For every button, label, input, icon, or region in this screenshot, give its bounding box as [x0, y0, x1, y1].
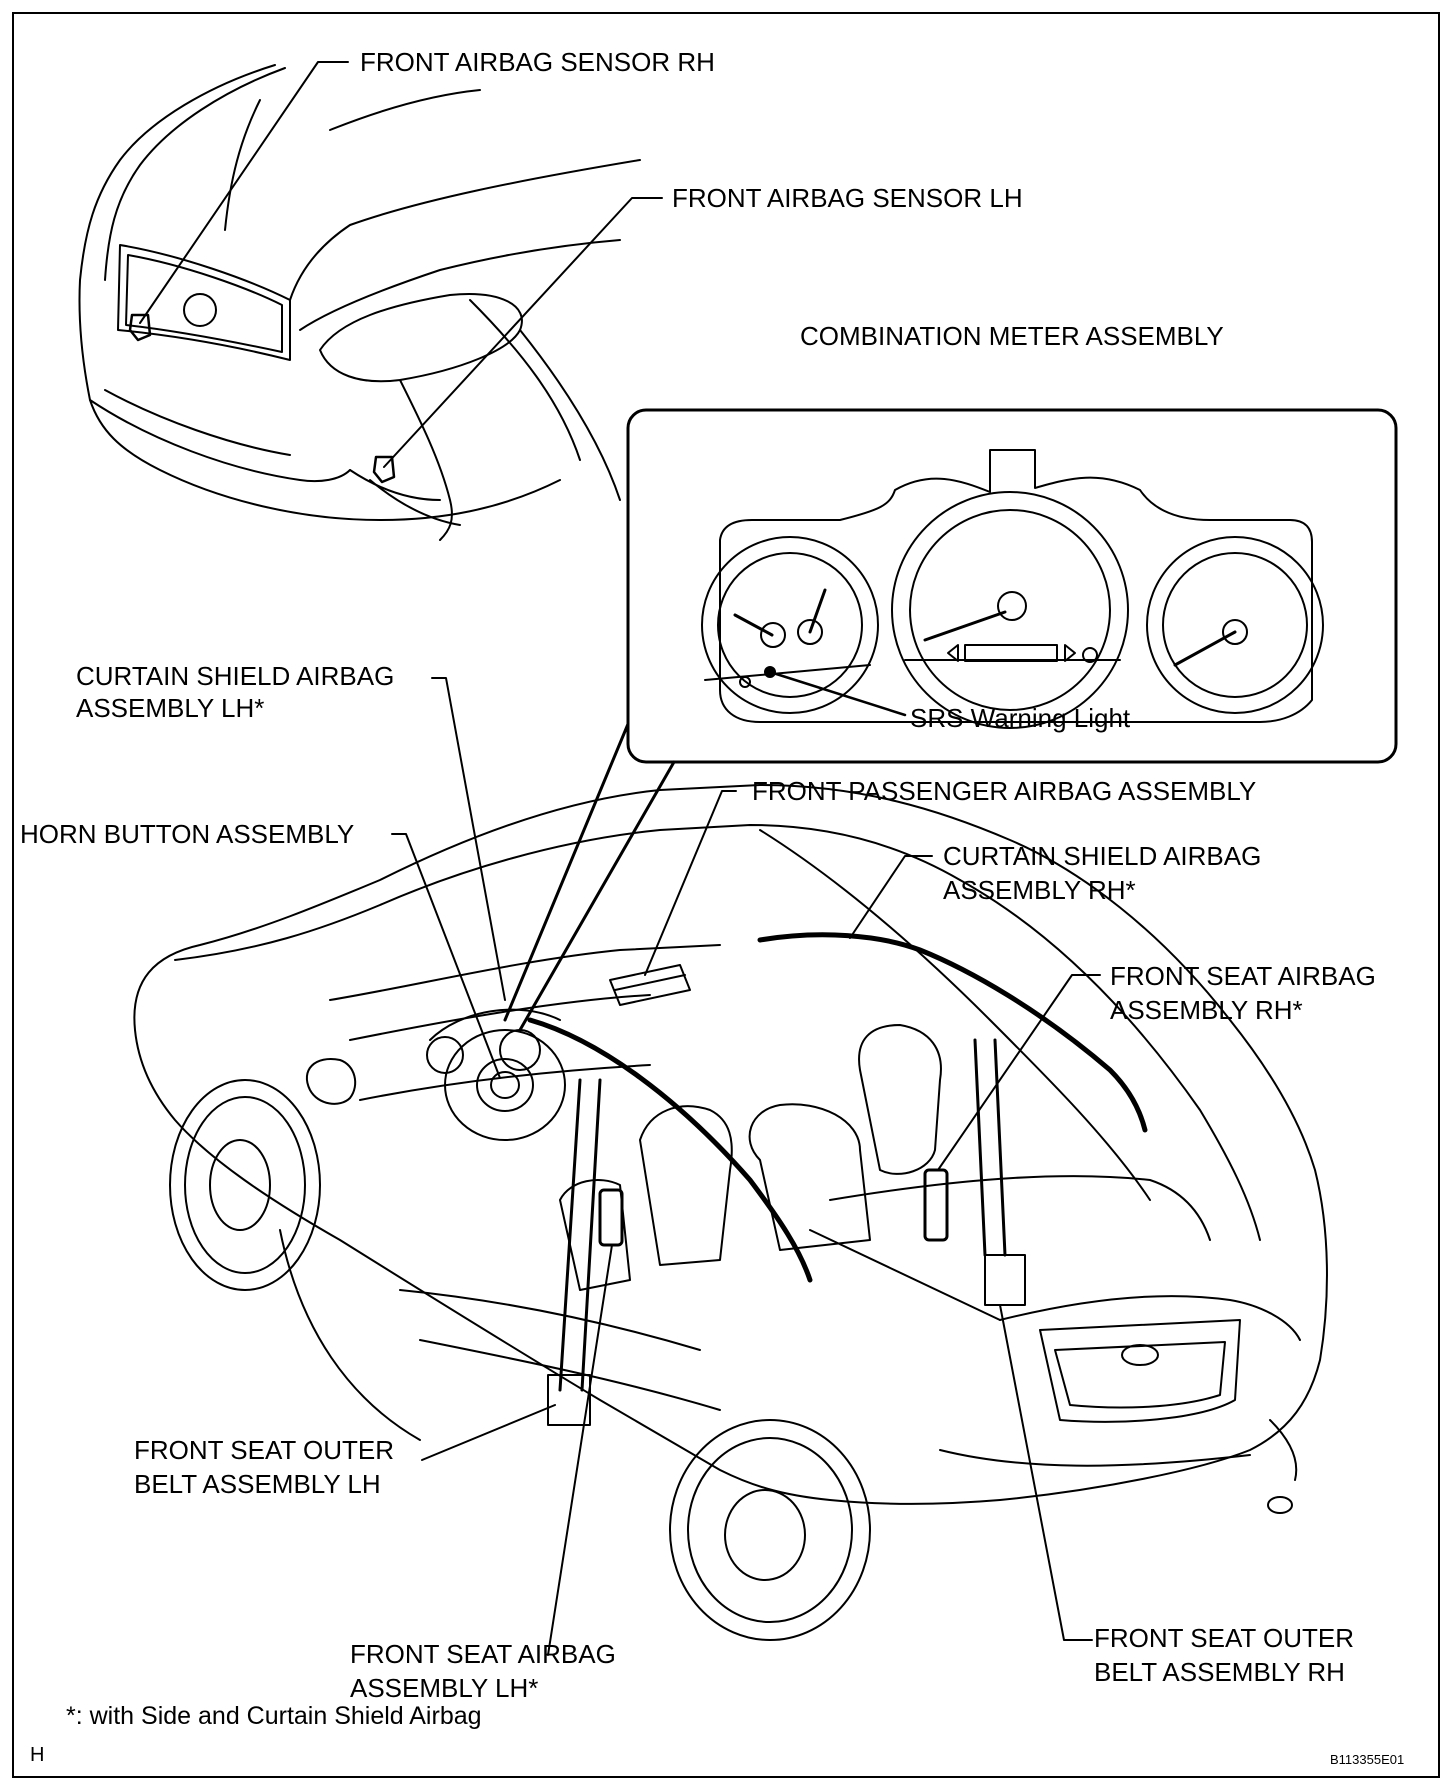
leader-lines [139, 61, 1101, 1656]
diagram-frame [12, 12, 1440, 1778]
label-front-seat-outer-belt-rh-line2: BELT ASSEMBLY RH [1094, 1657, 1345, 1687]
label-curtain-shield-airbag-lh-line2: ASSEMBLY LH* [76, 693, 265, 723]
label-front-seat-outer-belt-lh-line1: FRONT SEAT OUTER [134, 1435, 395, 1465]
label-front-seat-airbag-rh-line1: FRONT SEAT AIRBAG [1110, 961, 1376, 991]
label-curtain-shield-airbag-lh-line1: CURTAIN SHIELD AIRBAG [76, 661, 395, 691]
footnote: *: with Side and Curtain Shield Airbag [66, 1702, 482, 1730]
label-horn-button-assembly: HORN BUTTON ASSEMBLY [20, 819, 355, 849]
label-combination-meter-assembly: COMBINATION METER ASSEMBLY [800, 321, 1224, 351]
label-front-passenger-airbag-assembly: FRONT PASSENGER AIRBAG ASSEMBLY [752, 776, 1257, 806]
label-front-seat-airbag-lh-line2: ASSEMBLY LH* [350, 1673, 539, 1703]
label-front-seat-outer-belt-lh-line2: BELT ASSEMBLY LH [134, 1469, 381, 1499]
car-cutaway-view [133, 784, 1328, 1641]
label-front-airbag-sensor-rh: FRONT AIRBAG SENSOR RH [360, 47, 715, 77]
meter-inset [626, 408, 1398, 764]
label-front-seat-airbag-rh-line2: ASSEMBLY RH* [1110, 995, 1303, 1025]
figure-code: B113355E01 [1330, 1752, 1405, 1767]
label-srs-warning-light: SRS Warning Light [910, 703, 1131, 733]
corner-mark: H [30, 1744, 45, 1766]
label-front-airbag-sensor-lh: FRONT AIRBAG SENSOR LH [672, 183, 1023, 213]
front-bumper-view [78, 64, 641, 541]
label-front-seat-outer-belt-rh-line1: FRONT SEAT OUTER [1094, 1623, 1355, 1653]
label-curtain-shield-airbag-rh-line2: ASSEMBLY RH* [943, 875, 1136, 905]
label-curtain-shield-airbag-rh-line1: CURTAIN SHIELD AIRBAG [943, 841, 1262, 871]
label-front-seat-airbag-lh-line1: FRONT SEAT AIRBAG [350, 1639, 616, 1669]
